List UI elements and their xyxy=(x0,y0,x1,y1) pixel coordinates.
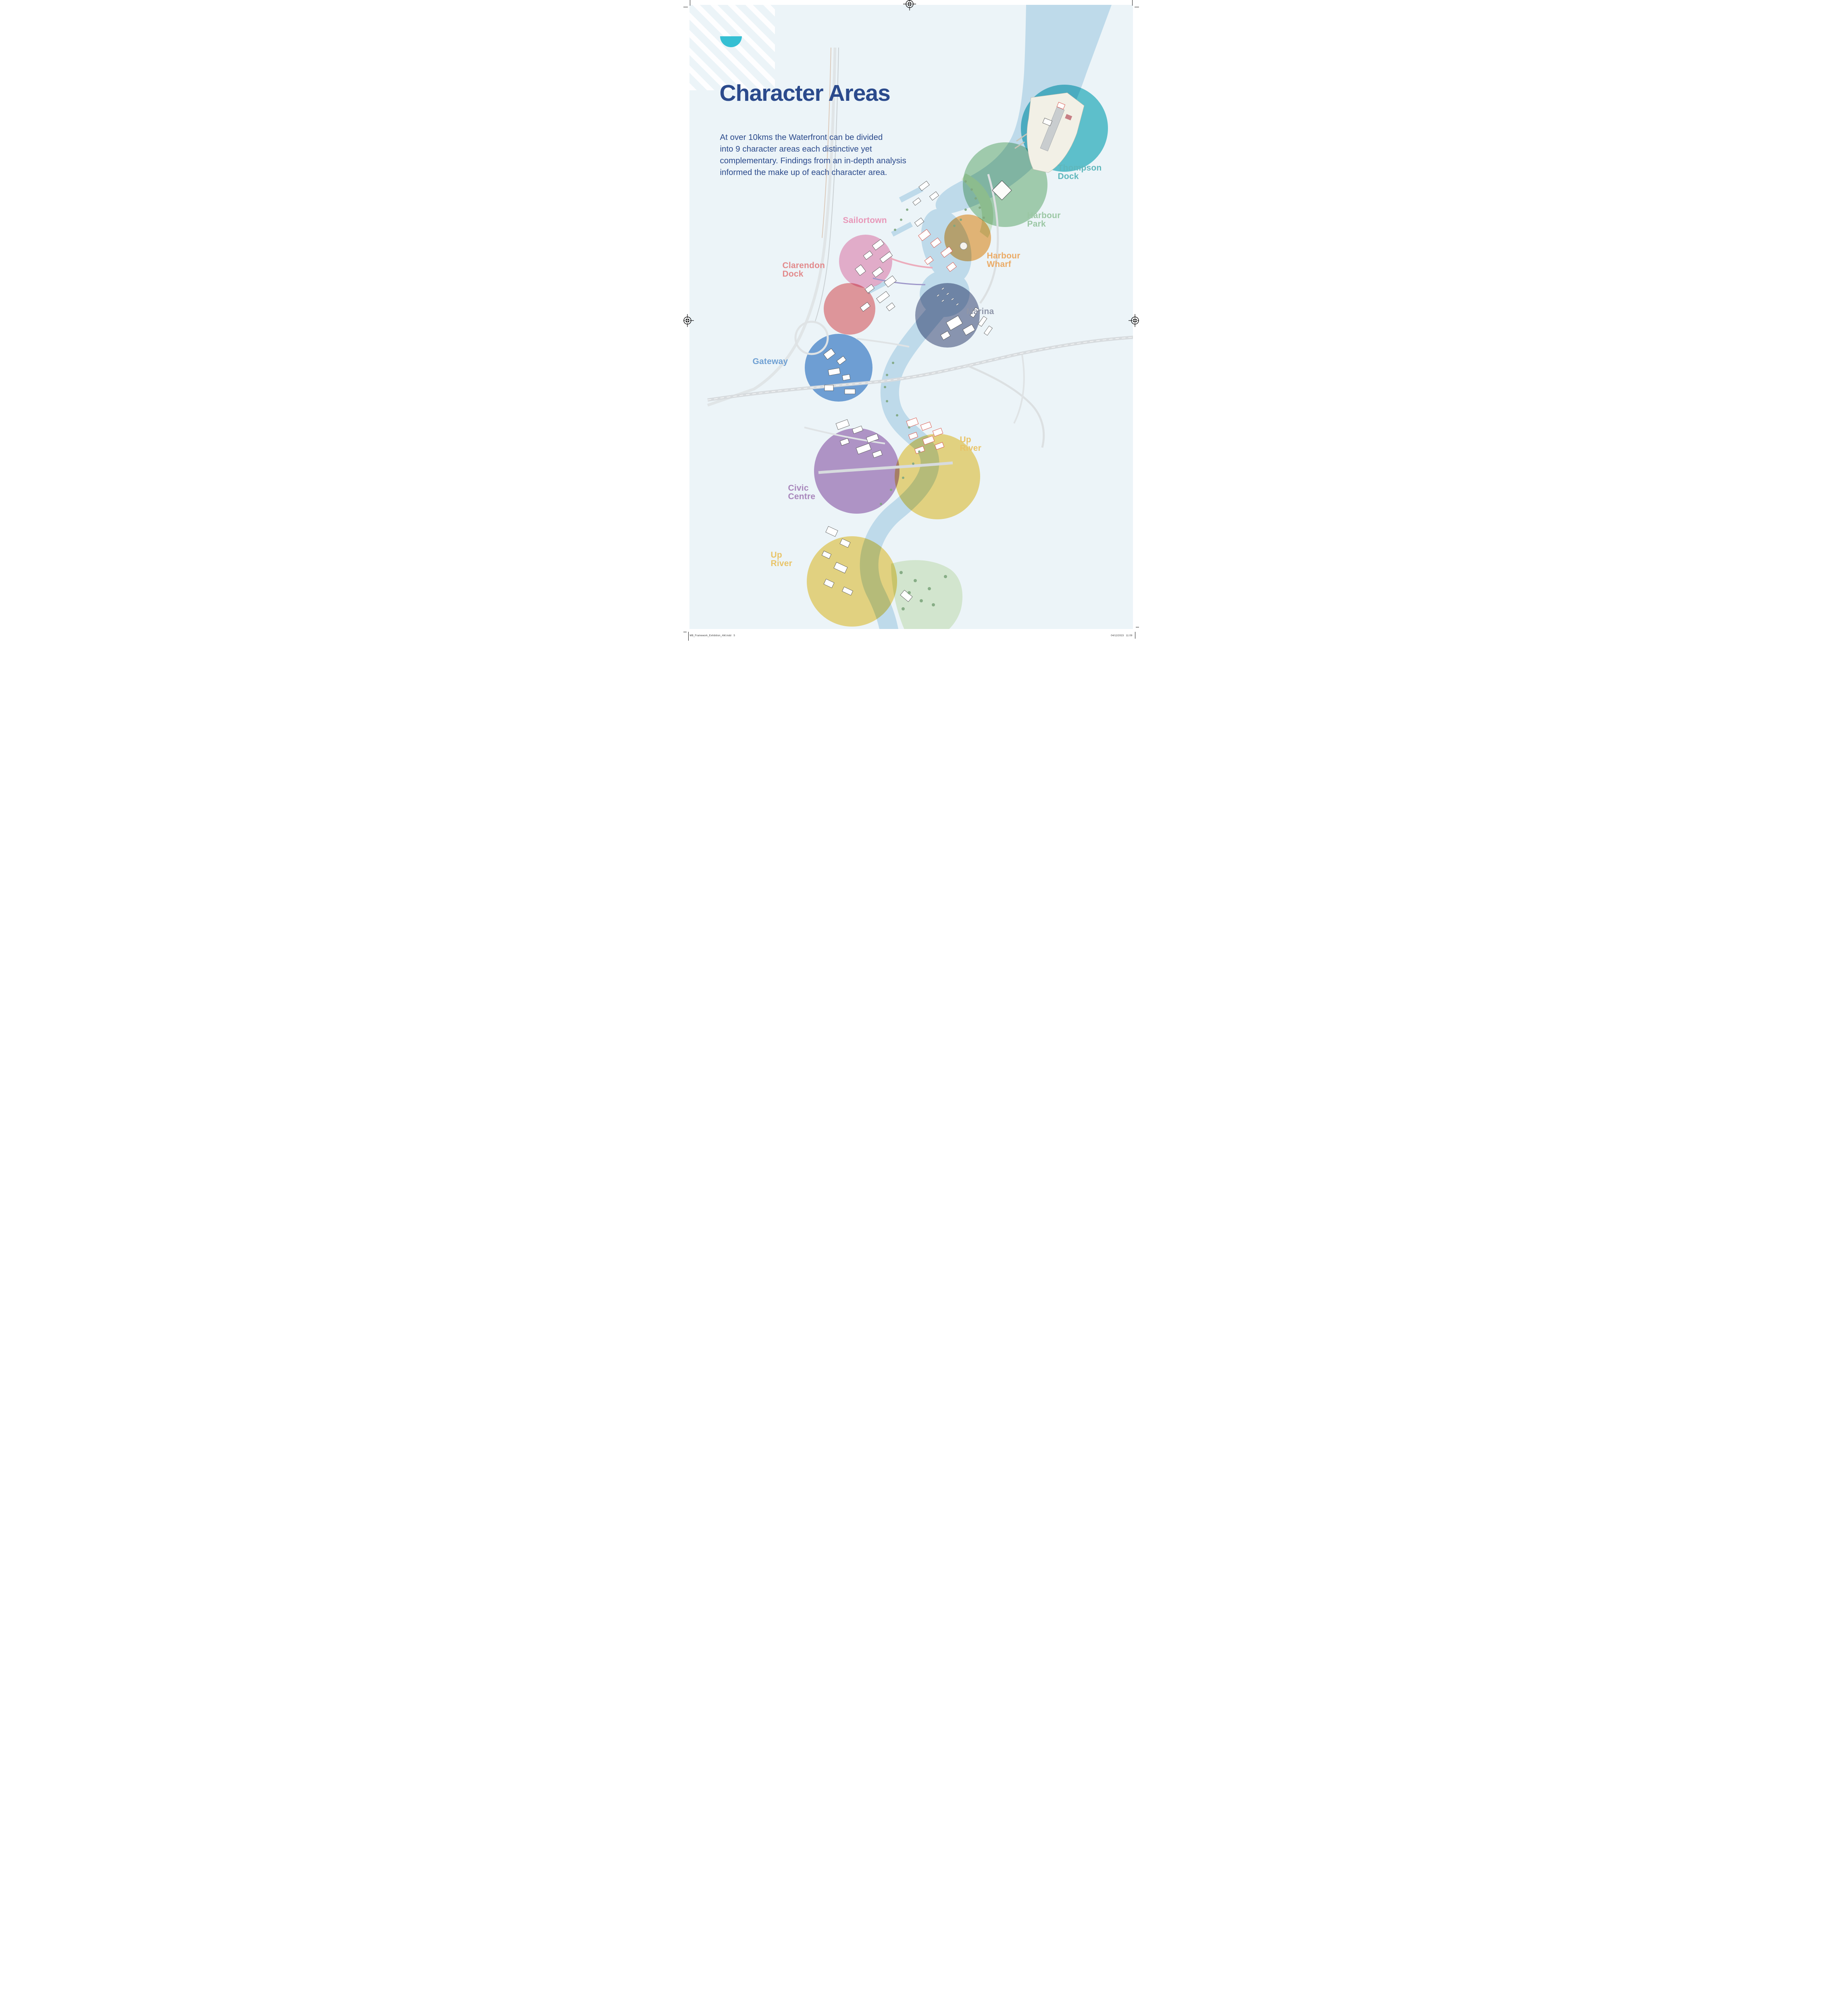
east-interchange-road xyxy=(965,364,1045,448)
waterfront-map xyxy=(707,5,1133,629)
sports-court xyxy=(1064,114,1072,121)
area-circle-up-river-south xyxy=(806,536,897,627)
area-label-harbour-wharf: Harbour Wharf xyxy=(987,251,1020,269)
east-coastal-road xyxy=(979,174,999,304)
area-circle-clarendon-dock xyxy=(823,283,875,335)
buildings-white xyxy=(821,181,993,602)
area-label-marina: Marina xyxy=(966,307,994,316)
registration-mark-right xyxy=(1128,314,1139,327)
south-bridge-road xyxy=(818,461,953,474)
buildings-proposed-red xyxy=(906,229,957,454)
motorway-north xyxy=(707,47,839,407)
thompson-peninsula xyxy=(1014,92,1084,173)
m3-bridge-road xyxy=(707,335,1133,402)
intro-line: informed the make up of each character a… xyxy=(720,168,887,177)
page-title: Character Areas xyxy=(719,80,891,106)
area-label-up-river-south: Up River xyxy=(770,550,793,568)
trees xyxy=(879,180,985,610)
area-circle-harbour-wharf xyxy=(944,215,991,261)
area-label-clarendon-dock: Clarendon Dock xyxy=(782,261,825,279)
intro-line: At over 10kms the Waterfront can be divi… xyxy=(720,133,883,142)
registration-mark-left xyxy=(683,314,694,327)
crop-mark xyxy=(1132,0,1133,6)
harbour-park-shed xyxy=(991,180,1012,200)
roads xyxy=(707,174,1133,474)
stripe-pattern-decoration xyxy=(689,5,775,90)
footer-filename: MB_Framework_Exhibition_AW.indd 5 xyxy=(689,635,735,637)
intro-paragraph: At over 10kms the Waterfront can be divi… xyxy=(720,131,906,178)
dry-dock xyxy=(1040,106,1064,152)
esplanade-lavender xyxy=(872,277,925,285)
area-circle-gateway xyxy=(804,334,872,402)
area-label-gateway: Gateway xyxy=(752,357,788,366)
ramp-loop xyxy=(794,321,829,355)
area-label-up-river-east: Up River xyxy=(960,435,982,453)
area-label-harbour-park: Harbour Park xyxy=(1027,211,1061,229)
footbridge-pink xyxy=(889,257,933,269)
area-label-sailortown: Sailortown xyxy=(843,216,887,225)
footer-datetime: 04/12/2023 11:09 xyxy=(1111,635,1133,637)
crop-mark xyxy=(688,632,689,641)
area-label-civic-centre: Civic Centre xyxy=(788,483,816,501)
marina-boats xyxy=(936,287,959,306)
area-label-thompson-dock: Thompson Dock xyxy=(1058,163,1102,181)
intro-line: into 9 character areas each distinctive … xyxy=(720,144,872,154)
intro-line: complementary. Findings from an in-depth… xyxy=(720,156,906,165)
print-sheet: Character Areas At over 10kms the Waterf… xyxy=(683,0,1139,641)
registration-mark-top xyxy=(903,0,916,10)
belfast-lough xyxy=(935,5,1112,214)
area-circle-up-river-east xyxy=(894,434,980,519)
wharf-roundabout xyxy=(960,242,967,250)
poster-page: Character Areas At over 10kms the Waterf… xyxy=(689,5,1133,629)
